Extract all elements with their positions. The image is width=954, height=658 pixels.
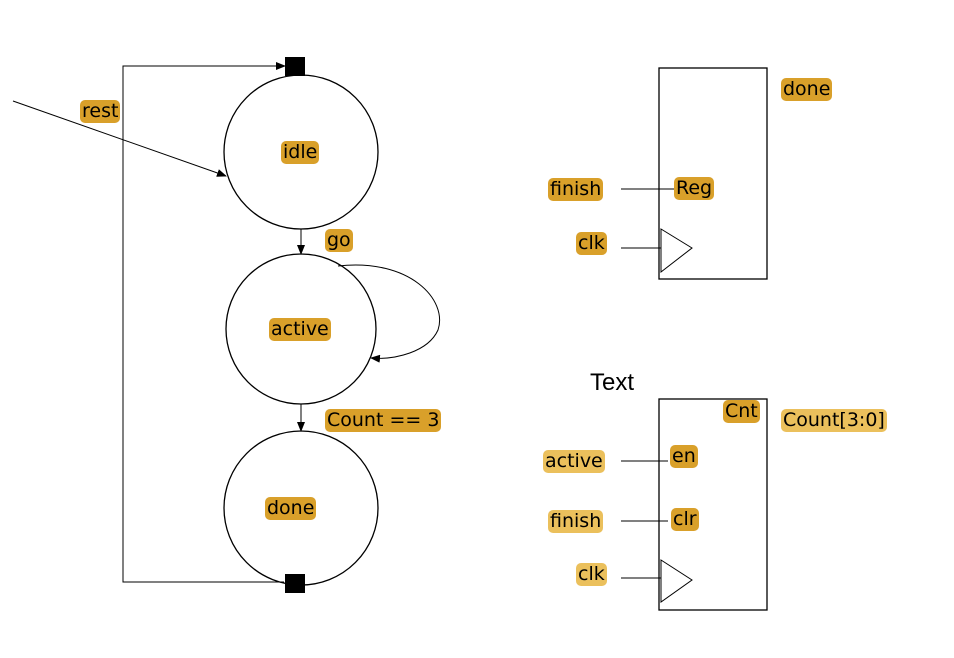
reg-name-label: Reg xyxy=(674,177,715,200)
cnt-active-input-label: active xyxy=(543,450,605,473)
cnt-name-label: Cnt xyxy=(723,400,760,423)
cnt-output-label: Count[3:0] xyxy=(781,409,887,432)
cnt-block-box xyxy=(658,398,768,611)
transition-count-label: Count == 3 xyxy=(325,409,442,432)
reset-arrow xyxy=(12,100,227,177)
reg-output-done-label: done xyxy=(781,78,833,101)
active-self-loop xyxy=(337,264,440,363)
state-active-label: active xyxy=(269,318,331,341)
reset-label: rest xyxy=(80,100,121,123)
reg-block-box xyxy=(658,67,768,280)
cnt-title-text: Text xyxy=(590,369,635,396)
connector-top xyxy=(285,57,305,76)
cnt-clr-port-label: clr xyxy=(671,508,699,531)
cnt-finish-input-label: finish xyxy=(548,510,604,533)
state-done-label: done xyxy=(265,497,317,520)
state-idle-label: idle xyxy=(281,141,320,164)
reg-finish-input-label: finish xyxy=(548,178,604,201)
connector-bottom xyxy=(285,574,305,593)
cnt-clk-input-label: clk xyxy=(576,563,607,586)
reg-clock-triangle xyxy=(660,228,693,274)
cnt-clock-triangle xyxy=(660,559,693,603)
reg-clk-input-label: clk xyxy=(576,232,607,255)
done-to-idle-loop xyxy=(122,62,286,583)
cnt-en-port-label: en xyxy=(670,445,698,468)
transition-go-label: go xyxy=(325,229,353,252)
